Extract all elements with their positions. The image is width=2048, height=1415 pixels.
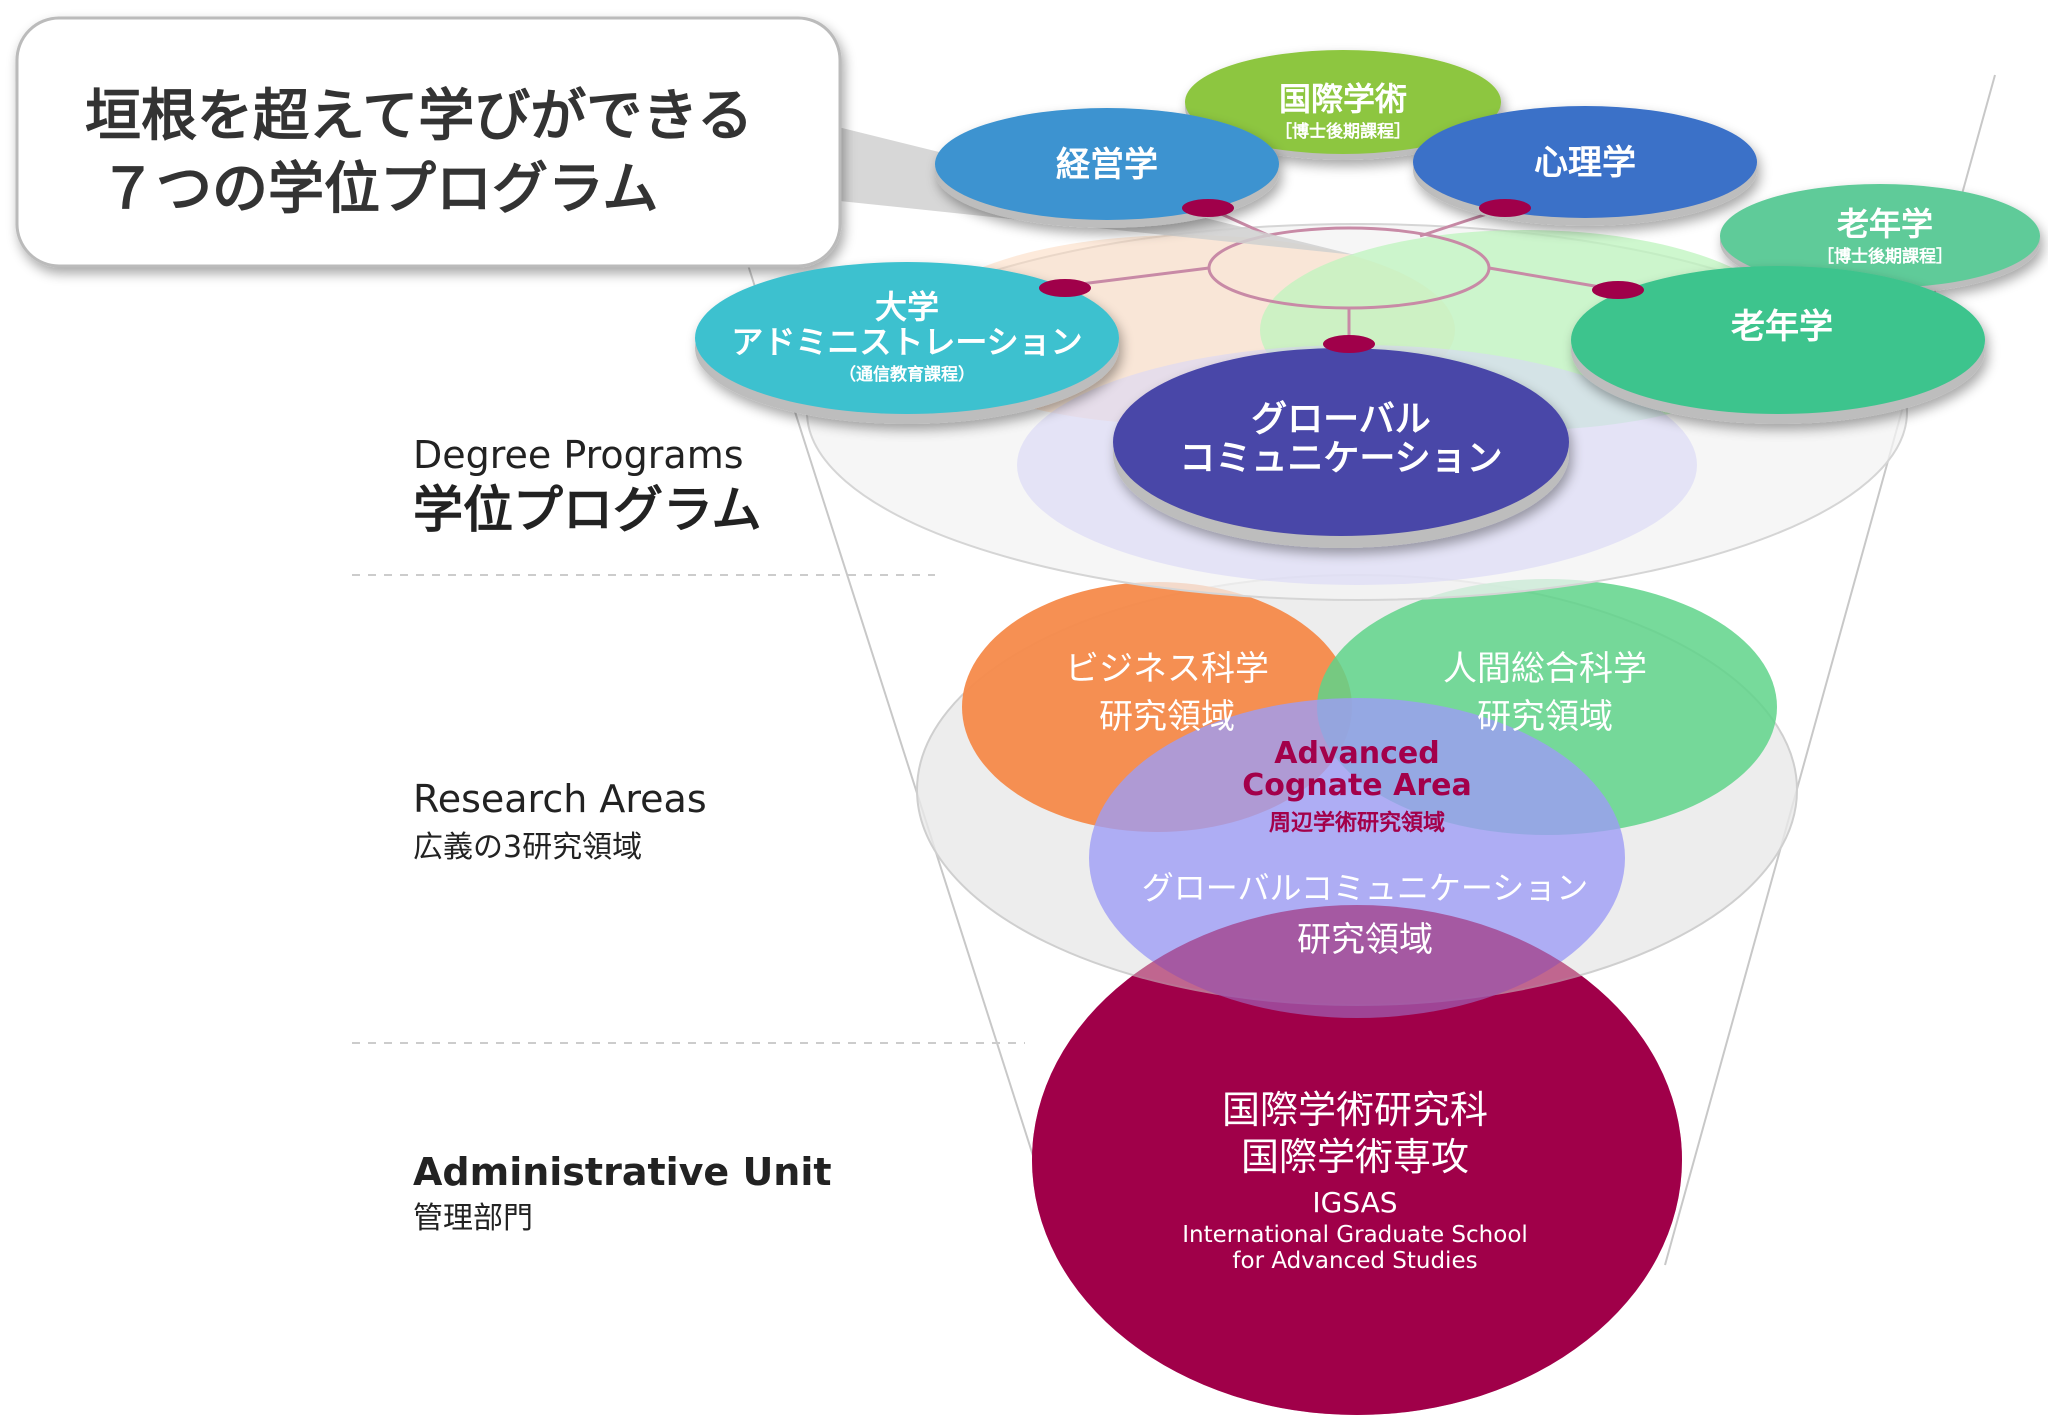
program-rounen[interactable] [1571,266,1985,424]
program-keiei-title: 経営学 [1056,145,1158,185]
level-separators [352,574,1025,1044]
program-shinri-title: 心理学 [1534,143,1636,183]
program-shinri[interactable] [1413,106,1757,226]
admin-en1: International Graduate School [1182,1222,1528,1248]
program-kokusai[interactable] [1185,50,1501,160]
program-daigaku[interactable] [695,262,1119,424]
callout-line1: 垣根を超えて学びができる [85,83,753,149]
research-business-line2: 研究領域 [1099,697,1235,737]
program-keiei[interactable] [935,108,1279,228]
callout-line2: ７つの学位プログラム [100,156,658,222]
program-kokusai-title: 国際学術 [1279,80,1407,118]
research-cognate-line2: Cognate Area [1242,768,1471,803]
research-global-line1: グローバルコミュニケーション [1142,869,1588,907]
research-human-line1: 人間総合科学 [1443,649,1647,689]
connector-nodes [1039,199,1644,353]
admin-abbr: IGSAS [1312,1186,1397,1219]
program-rounen-phd-title: 老年学 [1837,205,1933,243]
level-degree-en: Degree Programs [413,433,744,477]
research-cognate-ja: 周辺学術研究領域 [1269,810,1445,836]
admin-overlap [1032,905,1682,1415]
program-rounen-title: 老年学 [1731,307,1833,347]
level-research-en: Research Areas [413,777,707,821]
admin-ellipse [1032,905,1682,1415]
level-admin-en: Administrative Unit [413,1150,832,1194]
program-global-line2: コミュニケーション [1179,438,1502,479]
program-global[interactable] [1113,348,1569,548]
program-rounen-phd-sub: ［博士後期課程］ [1817,246,1953,267]
program-daigaku-sub: （通信教育課程） [839,364,975,385]
program-daigaku-line2: アドミニストレーション [731,323,1082,361]
global-research-circle [1089,698,1625,1018]
level-admin-ja: 管理部門 [413,1201,533,1236]
admin-line1: 国際学術研究科 [1222,1088,1488,1132]
research-business-line1: ビジネス科学 [1065,649,1269,689]
level-degree-ja: 学位プログラム [413,481,762,539]
program-daigaku-line1: 大学 [875,288,939,326]
admin-line2: 国際学術専攻 [1241,1135,1469,1179]
level-research-ja: 広義の3研究領域 [413,830,642,865]
admin-en2: for Advanced Studies [1232,1248,1477,1274]
program-kokusai-sub: ［博士後期課程］ [1275,121,1411,142]
research-global-line2: 研究領域 [1297,920,1433,960]
research-cognate-line1: Advanced [1274,736,1439,771]
research-human-line2: 研究領域 [1477,697,1613,737]
program-global-line1: グローバル [1251,399,1431,440]
